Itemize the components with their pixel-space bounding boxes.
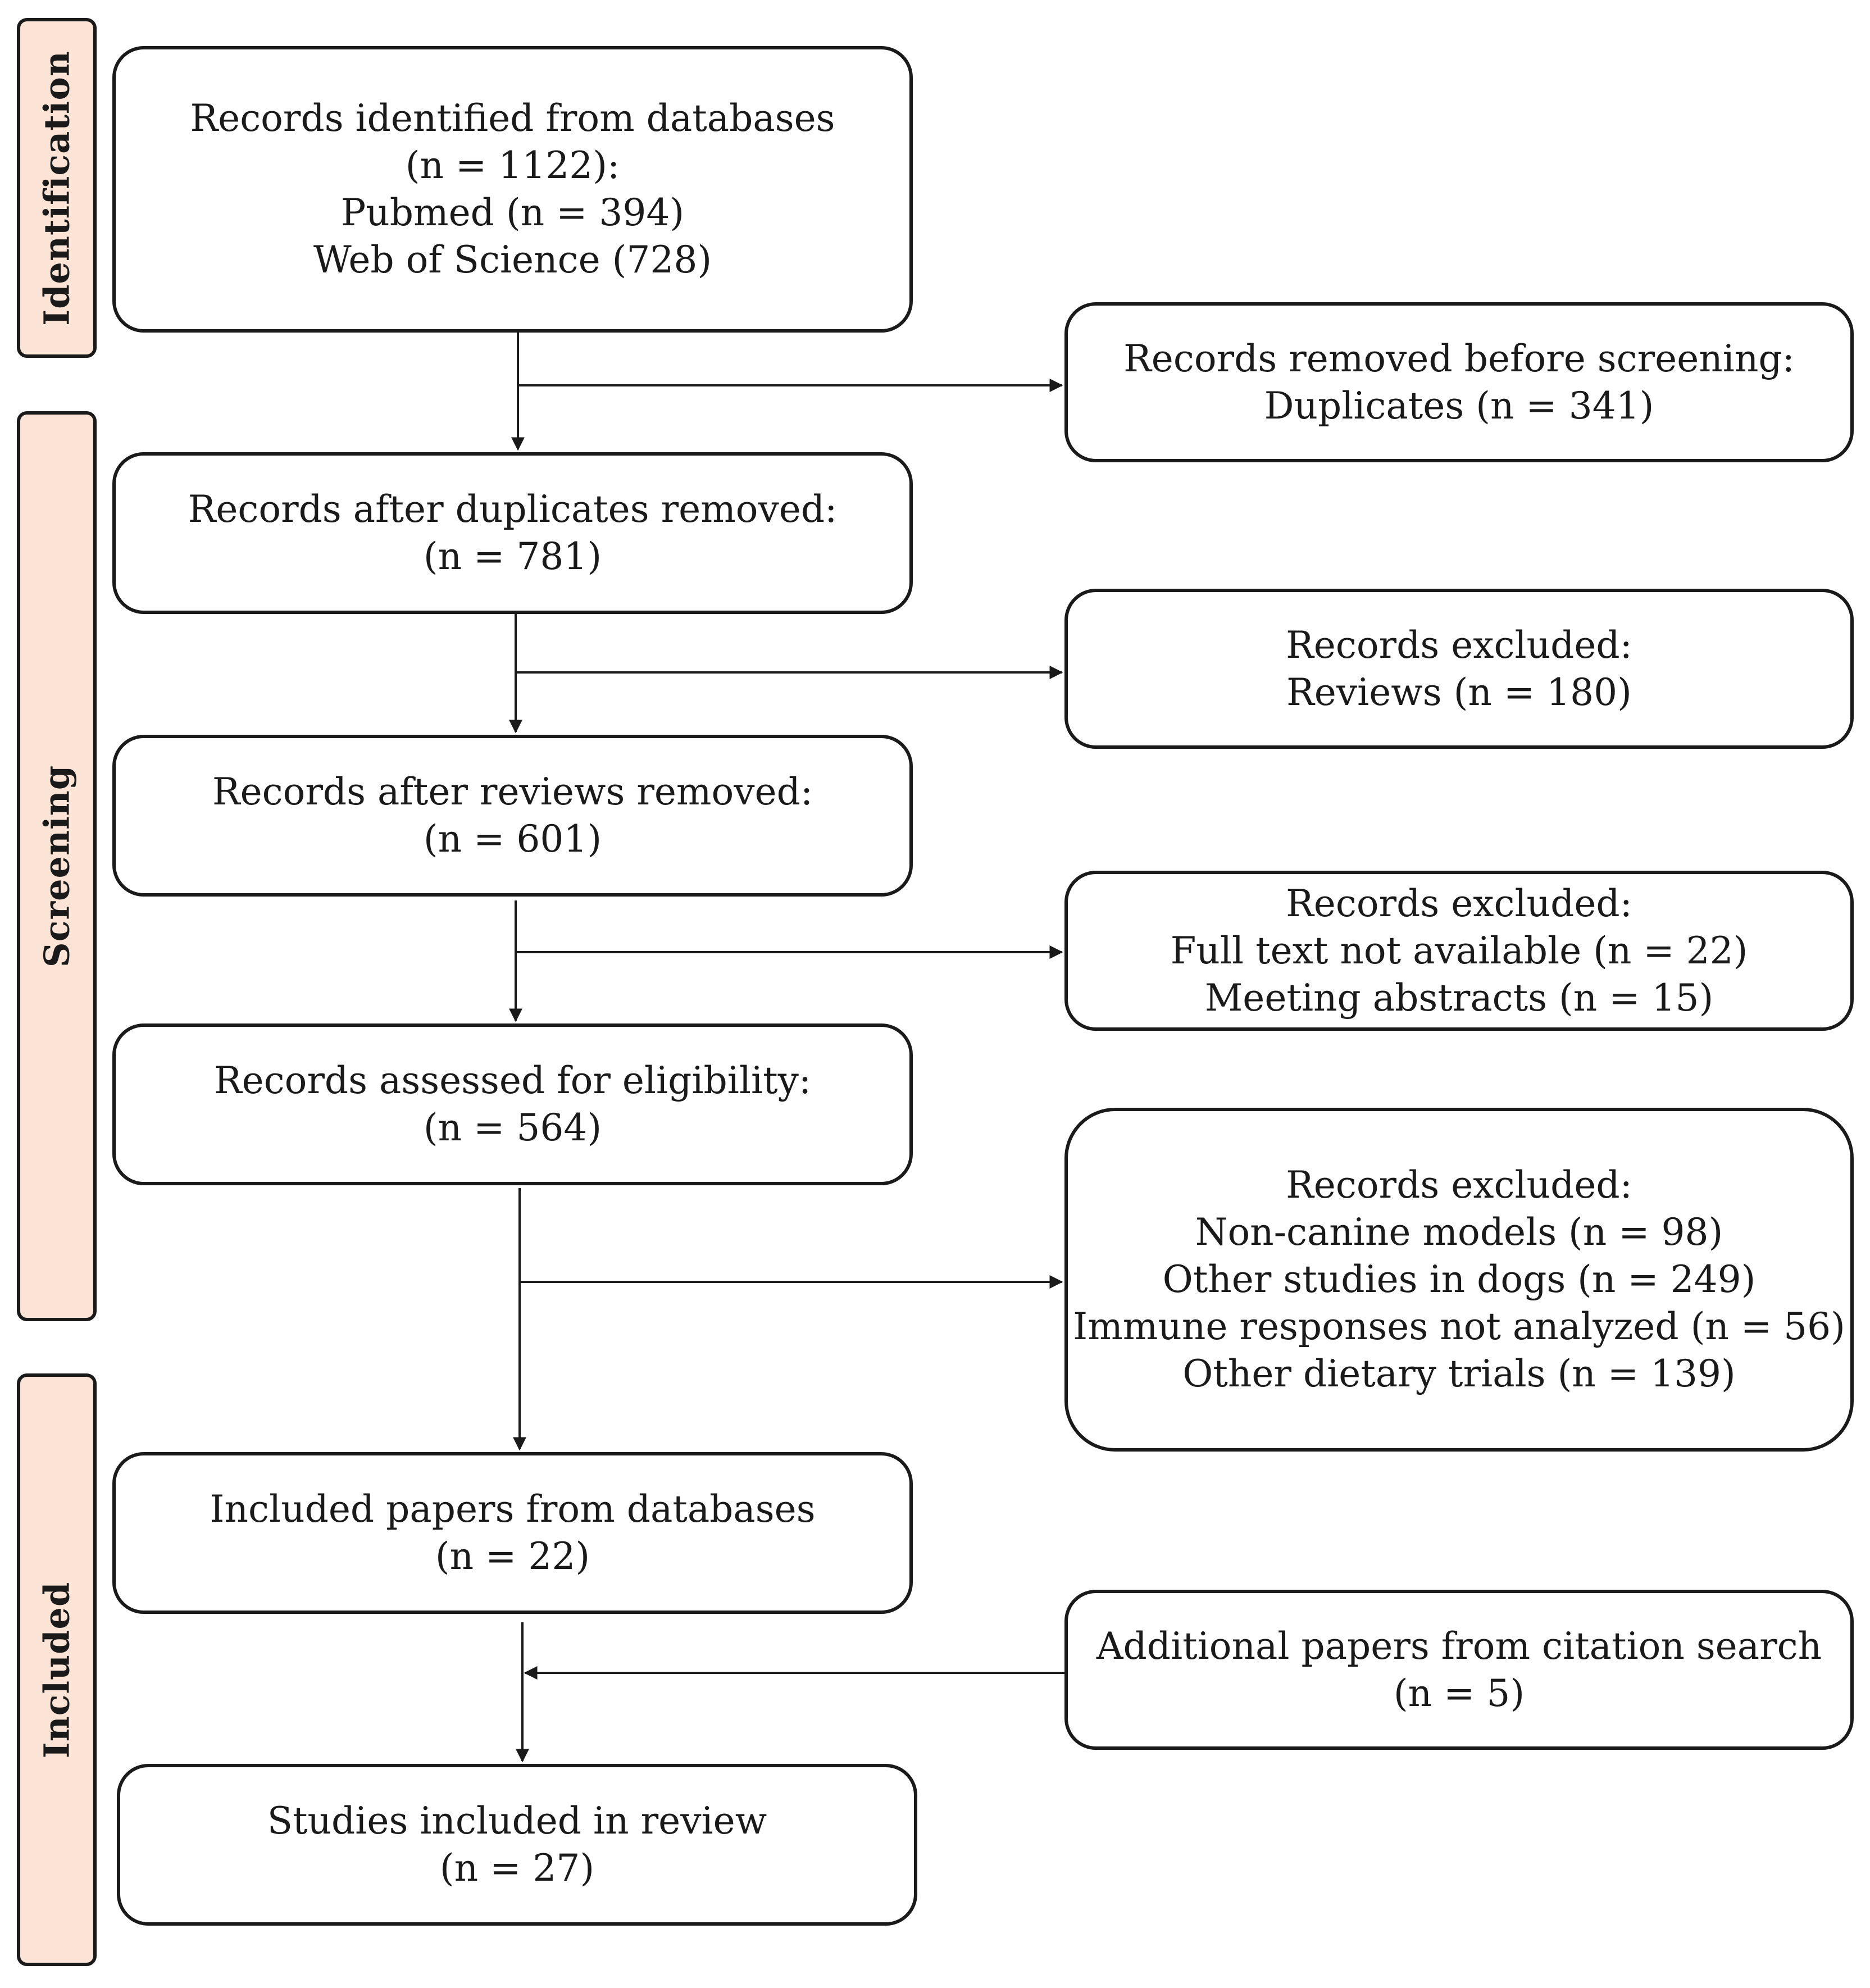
box-excluded-fulltext: Records excluded: Full text not availabl…: [1064, 871, 1854, 1031]
box-line: (n = 601): [423, 817, 602, 861]
box-removed-before-screening: Records removed before screening: Duplic…: [1064, 302, 1854, 462]
box-line: Additional papers from citation search: [1096, 1624, 1822, 1668]
box-line: Meeting abstracts (n = 15): [1204, 976, 1714, 1020]
box-line: (n = 1122):: [405, 144, 620, 187]
box-line: Records after duplicates removed:: [188, 488, 838, 531]
box-assessed-eligibility: Records assessed for eligibility: (n = 5…: [112, 1023, 913, 1185]
box-line: Other studies in dogs (n = 249): [1162, 1258, 1756, 1301]
box-line: Included papers from databases: [210, 1487, 816, 1531]
box-additional-citation: Additional papers from citation search (…: [1064, 1590, 1854, 1750]
box-line: Non-canine models (n = 98): [1195, 1211, 1723, 1254]
box-line: Records excluded:: [1286, 881, 1632, 925]
box-line: Records removed before screening:: [1123, 336, 1795, 380]
box-line: Studies included in review: [267, 1799, 767, 1843]
box-line: Records after reviews removed:: [212, 770, 813, 813]
box-records-identified: Records identified from databases (n = 1…: [112, 46, 913, 333]
box-line: Web of Science (728): [313, 238, 712, 281]
box-line: Pubmed (n = 394): [340, 191, 685, 234]
box-line: Records excluded:: [1286, 623, 1632, 667]
box-line: Records identified from databases: [190, 97, 835, 140]
box-line: (n = 781): [423, 535, 602, 578]
box-line: (n = 27): [439, 1846, 595, 1890]
box-line: Records excluded:: [1286, 1163, 1632, 1207]
box-line: (n = 564): [423, 1106, 602, 1149]
box-excluded-eligibility: Records excluded: Non-canine models (n =…: [1064, 1108, 1854, 1452]
box-included-databases: Included papers from databases (n = 22): [112, 1452, 913, 1614]
box-after-duplicates: Records after duplicates removed: (n = 7…: [112, 452, 913, 614]
box-excluded-reviews: Records excluded: Reviews (n = 180): [1064, 589, 1854, 749]
box-line: Reviews (n = 180): [1286, 670, 1632, 714]
box-line: (n = 22): [435, 1535, 590, 1578]
box-line: Full text not available (n = 22): [1170, 929, 1748, 972]
box-studies-included: Studies included in review (n = 27): [117, 1764, 917, 1926]
phase-included: Included: [17, 1373, 97, 1966]
box-line: (n = 5): [1393, 1671, 1525, 1715]
box-line: Records assessed for eligibility:: [213, 1059, 812, 1102]
phase-screening: Screening: [17, 411, 97, 1321]
box-line: Immune responses not analyzed (n = 56): [1073, 1305, 1845, 1348]
box-line: Duplicates (n = 341): [1264, 384, 1654, 427]
box-line: Other dietary trials (n = 139): [1182, 1352, 1736, 1395]
phase-identification: Identification: [17, 18, 97, 358]
box-after-reviews: Records after reviews removed: (n = 601): [112, 735, 913, 897]
